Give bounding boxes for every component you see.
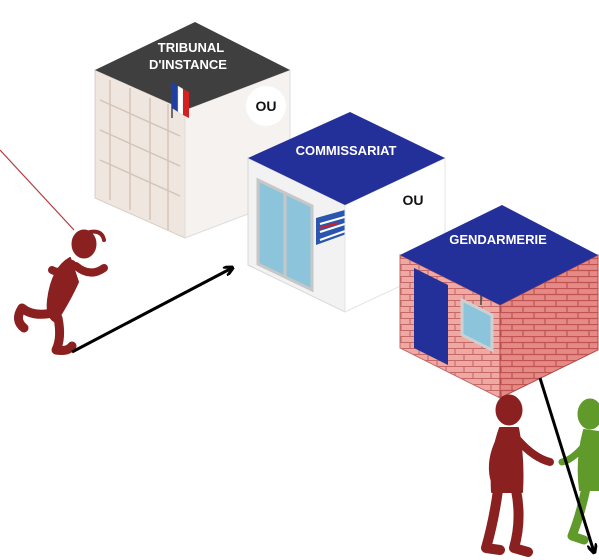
- gendarmerie-label: GENDARMERIE: [449, 232, 547, 247]
- ou-badge-1: OU: [246, 86, 286, 126]
- standing-figure-icon: [481, 394, 554, 557]
- commissariat-label: COMMISSARIAT: [296, 143, 397, 158]
- arrow-icon: [71, 268, 232, 354]
- ou-badge-2: OU: [393, 180, 433, 220]
- pointer-line: [0, 149, 75, 231]
- gendarmerie-building: GENDARMERIE: [399, 205, 599, 399]
- ou-connector-2: OU: [403, 192, 424, 208]
- ou-connector-1: OU: [256, 98, 277, 114]
- running-figure-icon: [14, 229, 108, 355]
- tribunal-label-line1: TRIBUNAL: [158, 40, 224, 55]
- tribunal-label-line2: D'INSTANCE: [149, 57, 227, 72]
- arrow-icon-down: [538, 377, 594, 552]
- french-flag-icon: [171, 82, 189, 118]
- walking-figure-icon: [558, 398, 599, 545]
